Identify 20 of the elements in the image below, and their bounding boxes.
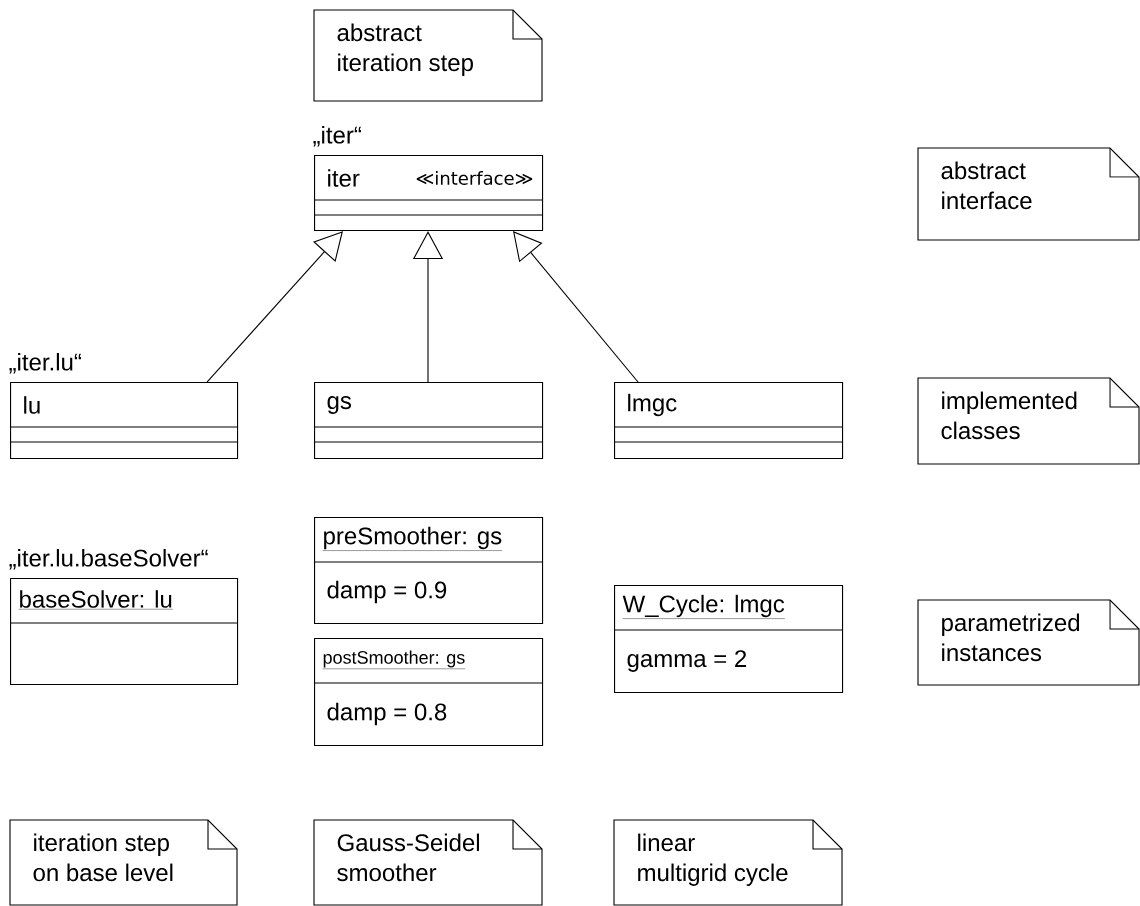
class-box: lmgc bbox=[613, 382, 844, 460]
object-box: baseSolver: lu bbox=[9, 578, 239, 686]
path-label: „iter.lu.baseSolver“ bbox=[9, 549, 208, 570]
object-box: preSmoother: gs damp = 0.9 bbox=[313, 517, 544, 625]
inheritance-arrow bbox=[206, 231, 343, 383]
note-box: Gauss-Seidel smoother bbox=[313, 819, 543, 906]
class-box: iter ≪interface≫ bbox=[313, 155, 544, 232]
object-box: W_Cycle: lmgc gamma = 2 bbox=[613, 585, 844, 694]
object-box: postSmoother: gs damp = 0.8 bbox=[313, 638, 544, 747]
note-box: parametrized instances bbox=[917, 599, 1140, 686]
class-box: gs bbox=[313, 382, 544, 460]
note-box: abstract iteration step bbox=[313, 9, 543, 102]
note-box: linear multigrid cycle bbox=[613, 819, 843, 906]
path-label: „iter“ bbox=[313, 126, 361, 147]
inheritance-arrow bbox=[513, 231, 639, 383]
note-box: abstract interface bbox=[917, 147, 1140, 241]
path-label: „iter.lu“ bbox=[9, 353, 81, 374]
class-box: lu bbox=[9, 382, 239, 460]
note-box: implemented classes bbox=[917, 377, 1140, 465]
note-box: iteration step on base level bbox=[9, 819, 238, 906]
